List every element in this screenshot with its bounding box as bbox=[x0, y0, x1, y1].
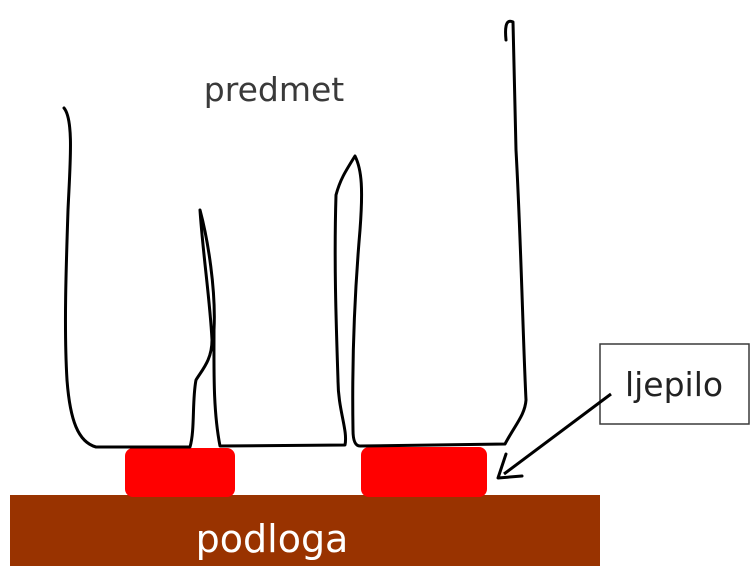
substrate-bar bbox=[10, 495, 600, 566]
adhesive-pointer-line bbox=[503, 392, 612, 476]
object-label: predmet bbox=[204, 70, 344, 109]
adhesive-pointer-arrowhead bbox=[496, 452, 524, 480]
object-outline bbox=[62, 19, 528, 449]
adhesive-label: ljepilo bbox=[625, 365, 723, 404]
adhesive-pad-right bbox=[361, 447, 487, 497]
adhesive-pad-left bbox=[125, 448, 235, 497]
substrate-label: podloga bbox=[196, 517, 349, 561]
adhesive-callout-box bbox=[599, 343, 750, 425]
